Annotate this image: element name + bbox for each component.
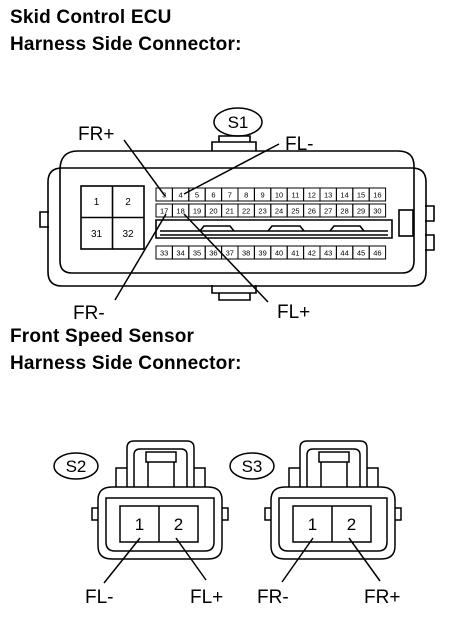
- pin-2: 2: [125, 197, 131, 208]
- pin-38: 38: [242, 249, 250, 258]
- pin-19: 19: [193, 207, 201, 216]
- label-fr-minus: FR-: [73, 303, 105, 324]
- s1-label: S1: [228, 113, 249, 132]
- pin-4: 4: [179, 191, 183, 200]
- fl-minus-leader: [183, 143, 280, 195]
- s2-label-fl-plus: FL+: [190, 587, 223, 608]
- s2-label-fl-minus: FL-: [85, 587, 114, 608]
- pin-13: 13: [324, 191, 332, 200]
- pin-32: 32: [122, 229, 134, 240]
- pin-15: 15: [357, 191, 365, 200]
- pin-14: 14: [340, 191, 348, 200]
- pin-cell: [368, 187, 387, 202]
- pin-25: 25: [291, 207, 299, 216]
- s3-pin-1: 1: [308, 515, 317, 534]
- pin-29: 29: [357, 207, 365, 216]
- pin-46: 46: [373, 249, 381, 258]
- sensor-subtitle: Harness Side Connector:: [10, 353, 242, 374]
- pin-5: 5: [195, 191, 199, 200]
- pin-30: 30: [373, 207, 381, 216]
- pin-23: 23: [258, 207, 266, 216]
- pin-34: 34: [176, 249, 184, 258]
- sensor-connector-s3: [229, 440, 402, 583]
- pin-6: 6: [211, 191, 215, 200]
- pin-42: 42: [308, 249, 316, 258]
- label-fl-minus: FL-: [285, 134, 314, 155]
- label-fl-plus: FL+: [277, 302, 310, 323]
- fr-minus-leader: [114, 213, 167, 301]
- s2-pin-2: 2: [174, 515, 183, 534]
- s3-label-fr-minus: FR-: [257, 587, 289, 608]
- s3-label-fr-plus: FR+: [364, 587, 400, 608]
- pin-10: 10: [275, 191, 283, 200]
- pin-27: 27: [324, 207, 332, 216]
- sensor-connector-s2: [53, 440, 229, 584]
- pin-cell: [368, 203, 387, 218]
- pin-9: 9: [261, 191, 265, 200]
- pin-45: 45: [357, 249, 365, 258]
- pin-24: 24: [275, 207, 283, 216]
- ecu-connector: [39, 135, 435, 301]
- ecu-title: Skid Control ECU: [10, 7, 172, 28]
- pin-17: 17: [160, 207, 168, 216]
- pin-41: 41: [291, 249, 299, 258]
- pin-40: 40: [275, 249, 283, 258]
- pin-26: 26: [308, 207, 316, 216]
- pin-20: 20: [209, 207, 217, 216]
- pin-8: 8: [244, 191, 248, 200]
- pin-44: 44: [340, 249, 348, 258]
- pin-21: 21: [226, 207, 234, 216]
- pin-39: 39: [258, 249, 266, 258]
- pin-43: 43: [324, 249, 332, 258]
- pin-1: 1: [94, 197, 100, 208]
- s3-label: S3: [242, 457, 263, 476]
- label-fr-plus: FR+: [78, 124, 114, 145]
- pin-12: 12: [308, 191, 316, 200]
- pin-37: 37: [226, 249, 234, 258]
- pin-28: 28: [340, 207, 348, 216]
- pin-row-3: 33 34 35 36 37 38 39 40 41 42 43 44 45 46: [155, 245, 387, 260]
- pin-11: 11: [292, 191, 300, 200]
- pin-row-2: 17 18 19 20 21 22 23 24 25 26 27 28 29 30: [155, 203, 387, 218]
- fr-plus-leader: [123, 139, 166, 197]
- s1-callout: [213, 107, 263, 137]
- s2-label: S2: [66, 457, 87, 476]
- s3-pin-2: 2: [347, 515, 356, 534]
- pin-36: 36: [209, 249, 217, 258]
- ecu-subtitle: Harness Side Connector:: [10, 34, 242, 55]
- sensor-title: Front Speed Sensor: [10, 326, 195, 347]
- fl-plus-leader: [183, 213, 269, 303]
- pin-16: 16: [373, 191, 381, 200]
- pin-cell: [368, 245, 387, 260]
- s2-pin-1: 1: [135, 515, 144, 534]
- pin-33: 33: [160, 249, 168, 258]
- pin-35: 35: [193, 249, 201, 258]
- pin-22: 22: [242, 207, 250, 216]
- pin-31: 31: [91, 229, 103, 240]
- pin-7: 7: [228, 191, 232, 200]
- pin-18: 18: [176, 207, 184, 216]
